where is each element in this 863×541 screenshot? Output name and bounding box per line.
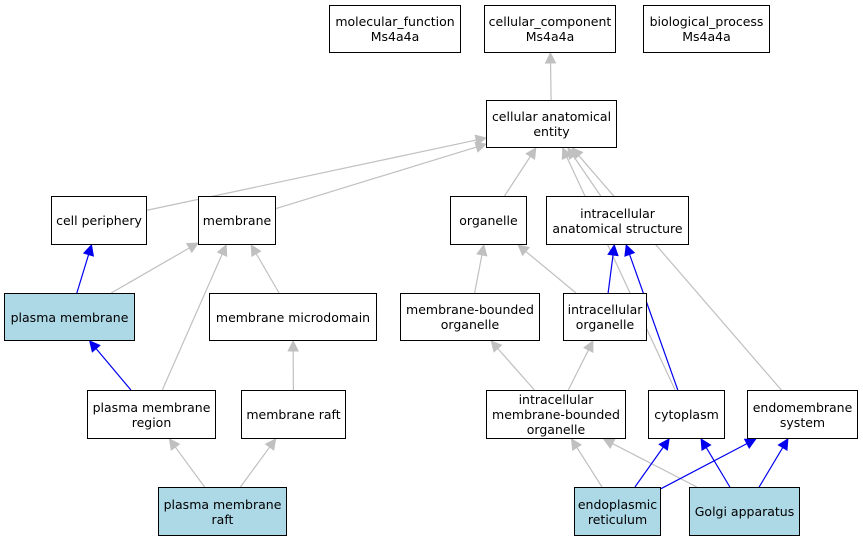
edge-organelle-to-cellular-anatomical-entity (503, 147, 537, 197)
edge-arrowhead (607, 243, 619, 257)
edge-line (95, 348, 132, 391)
node-organelle[interactable]: organelle (450, 196, 527, 245)
node-cell-periphery[interactable]: cell periphery (51, 196, 147, 245)
edge-arrowhead (658, 438, 670, 451)
edge-arrowhead (544, 51, 557, 64)
edge-arrowhead (525, 147, 537, 160)
node-endoplasmic-reticulum[interactable]: endoplasmic reticulum (574, 487, 661, 536)
edge-arrowhead (602, 438, 616, 449)
edge-line (634, 446, 664, 488)
edge-cellular-anatomical-entity-to-cellular-component (544, 51, 557, 101)
edge-plasma-membrane-to-cell-periphery (76, 243, 95, 294)
edge-plasma-membrane-to-membrane (110, 242, 199, 294)
edge-arrowhead (700, 438, 712, 451)
node-membrane-microdomain[interactable]: membrane microdomain (209, 293, 377, 341)
edge-line (255, 253, 280, 294)
edge-arrowhead (88, 340, 101, 353)
node-membrane[interactable]: membrane (198, 196, 276, 245)
edge-arrowhead (743, 438, 757, 450)
edge-line (525, 250, 577, 294)
edge-intracellular-membrane-bounded-organelle-to-intracellular-organelle (567, 339, 594, 391)
node-intracellular-membrane-bounded-organelle[interactable]: intracellular membrane-bounded organelle (486, 390, 626, 439)
edge-line (174, 446, 206, 488)
node-cellular-component[interactable]: cellular_component Ms4a4a (484, 5, 616, 53)
edge-line (146, 139, 477, 211)
edge-membrane-microdomain-to-membrane (250, 244, 280, 294)
node-plasma-membrane-raft[interactable]: plasma membrane raft (158, 487, 287, 536)
edge-arrowhead (490, 340, 503, 353)
edge-membrane-raft-to-membrane-microdomain (287, 339, 300, 391)
edge-line (161, 253, 223, 391)
edge-arrowhead (82, 243, 95, 257)
edge-arrowhead (216, 243, 228, 257)
node-intracellular-organelle[interactable]: intracellular organelle (563, 293, 647, 341)
edge-line (573, 155, 602, 197)
edge-line (566, 156, 676, 391)
node-cellular-anatomical-entity[interactable]: cellular anatomical entity (486, 100, 617, 148)
edge-line (660, 443, 748, 490)
edge-line (758, 447, 784, 488)
edge-plasma-membrane-region-to-plasma-membrane (88, 340, 132, 391)
edge-golgi-apparatus-to-endomembrane-system (758, 438, 789, 488)
edge-golgi-apparatus-to-intracellular-membrane-bounded-organelle (602, 438, 698, 488)
edge-line (503, 156, 531, 197)
edge-endoplasmic-reticulum-to-endomembrane-system (660, 438, 757, 490)
edge-line (474, 254, 483, 294)
edge-plasma-membrane-raft-to-plasma-membrane-region (168, 438, 206, 488)
edge-arrowhead (583, 339, 594, 354)
edge-arrowhead (264, 438, 277, 451)
edge-endoplasmic-reticulum-to-intracellular-membrane-bounded-organelle (570, 438, 603, 488)
node-golgi-apparatus[interactable]: Golgi apparatus (689, 487, 800, 536)
node-plasma-membrane-region[interactable]: plasma membrane region (87, 390, 216, 439)
edge-endoplasmic-reticulum-to-cytoplasm (634, 438, 670, 488)
edge-cytoplasm-to-intracellular-anatomical-structure (624, 243, 679, 391)
edge-line (549, 62, 552, 101)
node-intracellular-anatomical-structure[interactable]: intracellular anatomical structure (546, 196, 689, 245)
edge-line (110, 247, 190, 294)
edge-arrowhead (624, 243, 636, 257)
edge-intracellular-organelle-to-organelle (517, 244, 577, 294)
edge-line (576, 447, 603, 488)
edge-intracellular-membrane-bounded-organelle-to-membrane-bounded-organelle (490, 340, 535, 391)
edge-arrowhead (168, 438, 181, 451)
edge-arrowhead (185, 242, 199, 254)
node-endomembrane-system[interactable]: endomembrane system (747, 390, 858, 439)
edge-arrowhead (517, 244, 530, 257)
edge-membrane-to-cellular-anatomical-entity (275, 141, 488, 210)
edge-arrowhead (287, 339, 300, 352)
edge-endomembrane-system-to-cellular-anatomical-entity (571, 147, 782, 391)
edge-arrowhead (571, 147, 584, 160)
node-molecular-function[interactable]: molecular_function Ms4a4a (329, 5, 461, 53)
edge-arrowhead (561, 146, 573, 160)
edge-cytoplasm-to-cellular-anatomical-entity (561, 146, 676, 391)
edge-arrowhead (570, 438, 583, 451)
node-cytoplasm[interactable]: cytoplasm (648, 390, 725, 439)
node-plasma-membrane[interactable]: plasma membrane (4, 293, 135, 341)
edge-line (567, 349, 589, 391)
edge-arrowhead (250, 244, 262, 258)
edge-golgi-apparatus-to-cytoplasm (700, 438, 731, 488)
edge-line (275, 146, 477, 210)
edge-line (239, 446, 271, 488)
edge-line (578, 155, 782, 391)
node-membrane-bounded-organelle[interactable]: membrane-bounded organelle (400, 293, 540, 341)
node-biological-process[interactable]: biological_process Ms4a4a (643, 5, 770, 53)
edge-line (497, 348, 535, 391)
edge-plasma-membrane-raft-to-membrane-raft (239, 438, 277, 488)
edge-line (76, 254, 90, 294)
edge-plasma-membrane-region-to-membrane (161, 243, 228, 391)
edge-intracellular-anatomical-structure-to-cellular-anatomical-entity (567, 147, 602, 197)
edge-arrowhead (474, 141, 488, 153)
edge-arrowhead (476, 243, 488, 257)
edge-arrowhead (777, 438, 789, 451)
node-membrane-raft[interactable]: membrane raft (241, 390, 346, 439)
edge-membrane-bounded-organelle-to-organelle (474, 243, 488, 294)
edge-line (607, 254, 614, 294)
edge-line (612, 443, 698, 488)
edge-line (628, 254, 679, 391)
edge-line (705, 447, 731, 488)
edge-intracellular-organelle-to-intracellular-anatomical-structure (607, 243, 619, 294)
